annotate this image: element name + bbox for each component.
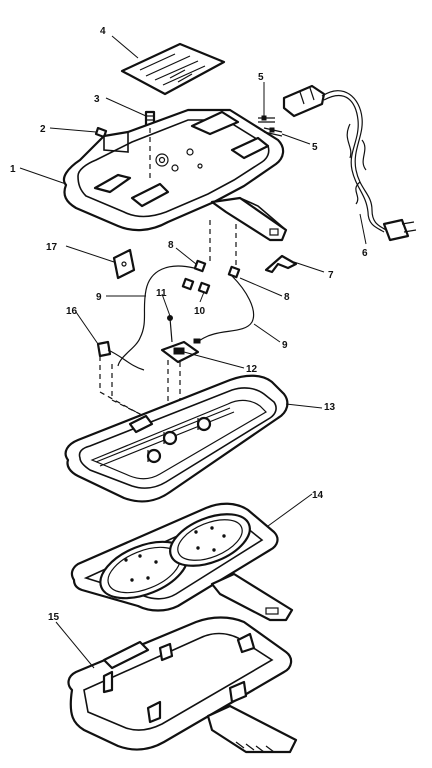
callout-5b: 5 — [312, 142, 318, 153]
clip-7 — [264, 254, 298, 274]
base-housing — [67, 616, 298, 754]
callout-6: 6 — [362, 248, 368, 259]
callout-3: 3 — [94, 94, 100, 105]
callout-14: 14 — [312, 490, 324, 501]
callout-17: 17 — [46, 242, 58, 253]
callout-11: 11 — [156, 288, 167, 299]
terminal-pins — [258, 115, 283, 137]
nuts-and-washers — [181, 220, 241, 295]
power-cord — [282, 84, 417, 242]
callout-8a: 8 — [168, 240, 174, 251]
callout-12: 12 — [246, 364, 258, 375]
callout-2: 2 — [40, 124, 46, 135]
callout-9b: 9 — [282, 340, 288, 351]
callout-4: 4 — [100, 26, 106, 37]
heating-element-plate — [64, 374, 289, 503]
bracket-17 — [112, 248, 136, 280]
callout-10: 10 — [194, 306, 206, 317]
callout-5a: 5 — [258, 72, 264, 83]
callout-labels: 4 3 2 1 5 5 6 17 7 8 8 9 9 10 11 16 12 1… — [10, 26, 368, 623]
callout-16: 16 — [66, 306, 78, 317]
callout-9a: 9 — [96, 292, 102, 303]
wire-leads — [117, 265, 255, 367]
thermostat-assembly — [160, 315, 200, 420]
rating-plate — [120, 42, 226, 96]
callout-13: 13 — [324, 402, 336, 413]
cover-assembly — [62, 108, 288, 242]
waffle-grid-plate — [70, 502, 294, 622]
callout-8b: 8 — [284, 292, 290, 303]
callout-1: 1 — [10, 164, 16, 175]
leader-lines — [19, 35, 367, 669]
thermostat-lead-16 — [96, 340, 149, 419]
callout-15: 15 — [48, 612, 60, 623]
callout-7: 7 — [328, 270, 334, 281]
